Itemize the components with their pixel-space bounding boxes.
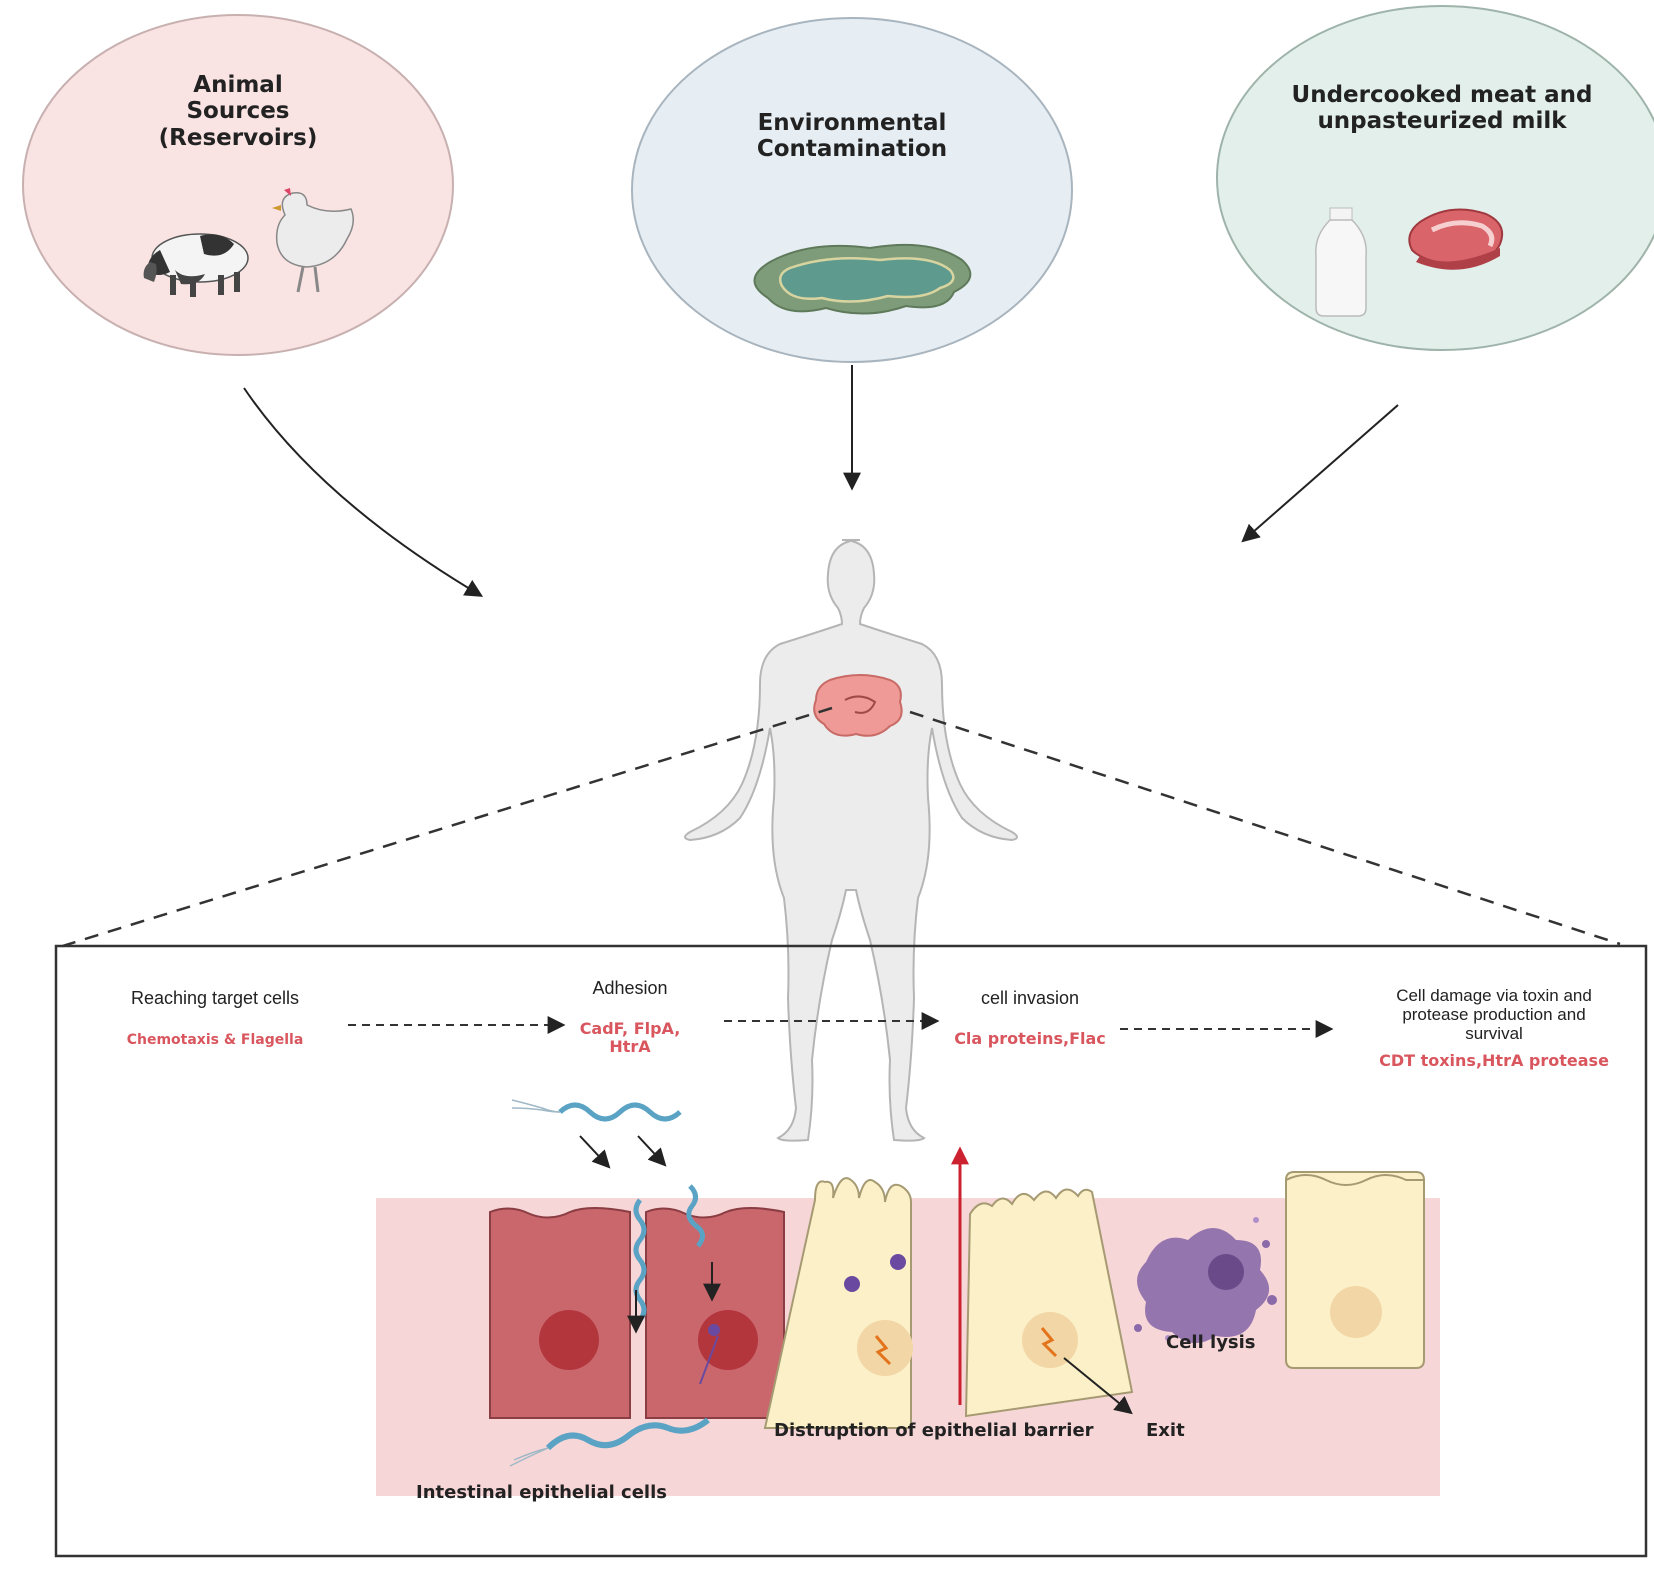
infected-cell-right <box>645 1207 785 1419</box>
damaged-cell-2 <box>964 1188 1134 1418</box>
human-body-icon <box>684 539 1018 1142</box>
lysis-caption: Cell lysis <box>1166 1332 1256 1353</box>
steak-icon <box>1408 208 1504 270</box>
step-factor-adhesion: CadF, FlpA, HtrA <box>560 1019 700 1057</box>
step-label-line: Reaching target cells <box>130 988 300 1008</box>
step-factor-line: Cla proteins,Flac <box>954 1029 1106 1048</box>
free-bacterium <box>509 1417 710 1467</box>
exit-caption: Exit <box>1146 1420 1185 1441</box>
step-label-damage: Cell damage via toxin and protease produ… <box>1344 986 1644 1043</box>
zoom-box <box>54 944 1648 1558</box>
source-title-line: Environmental <box>757 110 947 136</box>
bacterium-icon <box>686 1184 705 1248</box>
step-label-line: survival <box>1465 1024 1523 1044</box>
source-title-environment: Environmental Contamination <box>702 110 1002 163</box>
step-label-invasion: cell invasion <box>930 988 1130 1009</box>
step-factor-line: Chemotaxis & Flagella <box>126 1032 304 1048</box>
puddle-icon <box>753 243 972 315</box>
step-factor-invasion: Cla proteins,Flac <box>930 1029 1130 1048</box>
zoom-line-right <box>909 710 1621 946</box>
barrier-caption: Distruption of epithelial barrier <box>774 1420 1094 1441</box>
animal-to-body-arrow <box>243 387 484 597</box>
incoming-bacteria <box>511 1099 682 1169</box>
cow-icon <box>143 233 249 297</box>
step-factor-line: CDT toxins,HtrA protease <box>1379 1051 1609 1070</box>
step-label-line: cell invasion <box>980 988 1080 1008</box>
lysed-cell <box>1134 1217 1277 1344</box>
step-factor-damage: CDT toxins,HtrA protease <box>1344 1051 1644 1070</box>
step-factor-line: CadF, FlpA, <box>579 1019 681 1038</box>
bacterium-icon <box>633 1198 647 1322</box>
epithelial-caption: Intestinal epithelial cells <box>416 1482 667 1503</box>
healthy-cell <box>1285 1171 1425 1369</box>
step-factor-reaching: Chemotaxis & Flagella <box>100 1032 330 1048</box>
source-title-line: Contamination <box>756 136 948 163</box>
source-title-line: Animal <box>193 72 283 98</box>
infected-cell-left <box>489 1207 631 1419</box>
animal-sources-circle <box>22 14 454 356</box>
source-title-animal: Animal Sources (Reservoirs) <box>108 72 368 151</box>
damaged-cell-1 <box>763 1177 913 1429</box>
step-label-reaching: Reaching target cells <box>100 988 330 1009</box>
step-label-adhesion: Adhesion <box>560 978 700 999</box>
zoom-line-left <box>55 706 833 950</box>
source-title-line: (Reservoirs) <box>158 124 318 151</box>
milk-bottle-icon <box>1315 207 1367 317</box>
step-label-line: protease production and <box>1402 1005 1586 1025</box>
intestine-icon <box>813 674 903 737</box>
step-label-line: Adhesion <box>592 978 668 998</box>
source-title-line: Undercooked meat and <box>1291 82 1593 108</box>
source-title-line: Sources <box>186 98 290 125</box>
food-circle <box>1216 5 1654 351</box>
chicken-icon <box>272 188 354 293</box>
step-factor-line: HtrA <box>609 1037 651 1057</box>
step-label-line: Cell damage via toxin and <box>1396 986 1592 1005</box>
food-to-body-arrow <box>1241 404 1399 543</box>
source-title-food: Undercooked meat and unpasteurized milk <box>1262 82 1622 135</box>
exit-arrow <box>1063 1357 1133 1415</box>
source-title-line: unpasteurized milk <box>1317 108 1567 135</box>
